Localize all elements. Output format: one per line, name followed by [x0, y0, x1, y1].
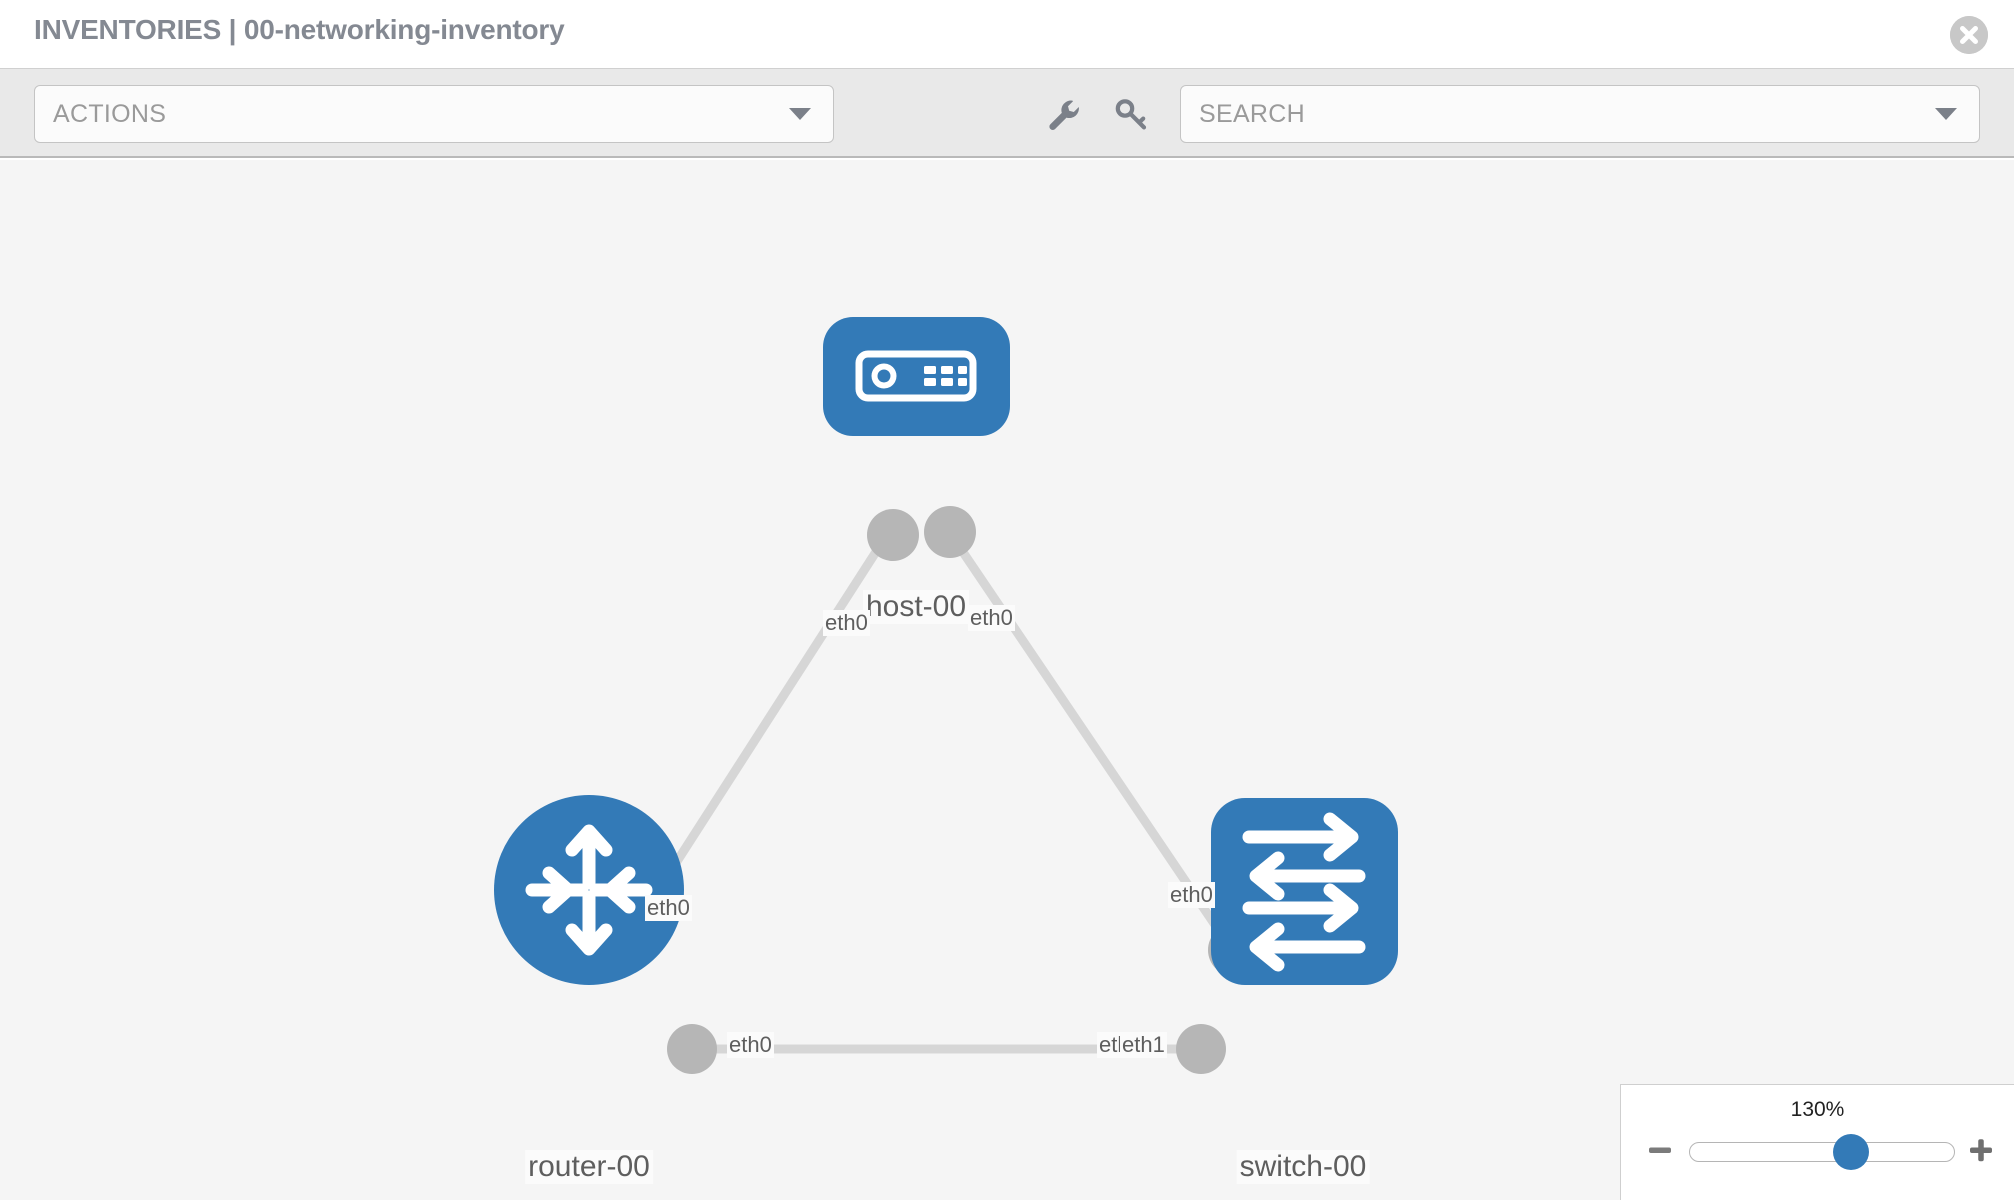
node-label-router-00: router-00 [525, 1150, 653, 1184]
edge-label-router00-eth0: eth0 [727, 1032, 774, 1058]
zoom-out-button[interactable] [1643, 1133, 1677, 1167]
page-title: INVENTORIES | 00-networking-inventory [34, 14, 565, 45]
search-placeholder: SEARCH [1199, 99, 1305, 128]
actions-dropdown-label: ACTIONS [53, 99, 167, 128]
search-input[interactable]: SEARCH [1180, 85, 1980, 143]
chevron-down-icon [1935, 108, 1957, 120]
node-label-switch-00: switch-00 [1236, 1150, 1370, 1184]
node-label-host-00: host-00 [862, 590, 970, 624]
edge-label-switch00-eth1: eth1 [1120, 1032, 1167, 1058]
edge-label-host00-right: eth0 [968, 605, 1015, 631]
chevron-down-icon [789, 108, 811, 120]
edge-label-host00-left: eth0 [823, 610, 870, 636]
node-host-00 [823, 317, 1010, 436]
connector-router00-right [667, 1024, 717, 1074]
zoom-slider-thumb[interactable] [1833, 1134, 1869, 1170]
zoom-control: 130% [1620, 1084, 2014, 1200]
zoom-in-button[interactable] [1964, 1133, 1998, 1167]
zoom-percent-label: 130% [1790, 1098, 1845, 1121]
wrench-icon[interactable] [1040, 91, 1086, 137]
connector-host00-right [924, 506, 976, 558]
edge-label-router00-uplink: eth0 [645, 895, 692, 921]
node-router-00 [494, 795, 684, 985]
node-switch-00 [1211, 798, 1398, 985]
topology-canvas[interactable]: host-00 router-00 switch-00 eth0 eth0 et… [0, 160, 2014, 1200]
key-icon[interactable] [1108, 91, 1154, 137]
connector-host00-left [867, 509, 919, 561]
page-header: INVENTORIES | 00-networking-inventory [0, 0, 2014, 68]
topology-graph [494, 317, 1398, 1074]
toolbar: ACTIONS SEARCH [0, 68, 2014, 158]
actions-dropdown[interactable]: ACTIONS [34, 85, 834, 143]
zoom-slider-track[interactable] [1689, 1142, 1955, 1162]
edge-label-switch00-uplink: eth0 [1168, 882, 1215, 908]
close-icon[interactable] [1950, 16, 1988, 54]
link-host00-switch00 [944, 527, 1236, 953]
connector-switch00-left [1176, 1024, 1226, 1074]
